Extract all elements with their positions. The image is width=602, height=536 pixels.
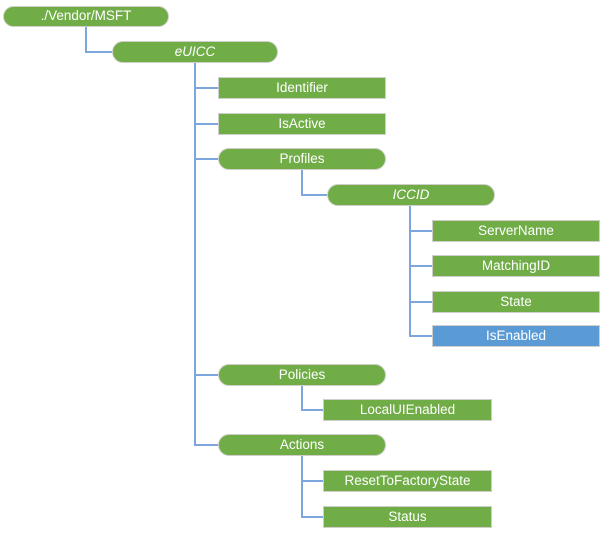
- connector-euicc-actions: [194, 444, 218, 446]
- node-vendor-msft: ./Vendor/MSFT: [3, 6, 169, 27]
- connector-vendor-euicc-h: [85, 51, 112, 53]
- connector-actions-status: [301, 516, 323, 518]
- connector-profiles-iccid-h: [301, 194, 327, 196]
- node-matchingid: MatchingID: [432, 255, 600, 277]
- connector-vendor-euicc-v: [85, 27, 87, 53]
- node-identifier: Identifier: [218, 77, 386, 99]
- node-isactive: IsActive: [218, 113, 386, 135]
- node-resettofactorystate: ResetToFactoryState: [323, 470, 492, 492]
- connector-policies-localuienabled-v: [301, 386, 303, 411]
- connector-iccid-servername: [409, 230, 432, 232]
- node-localuienabled: LocalUIEnabled: [323, 399, 492, 421]
- connector-iccid-isenabled: [409, 335, 432, 337]
- node-iccid: ICCID: [327, 184, 495, 206]
- connector-iccid-state: [409, 301, 432, 303]
- connector-euicc-identifier: [194, 87, 218, 89]
- connector-actions-trunk: [301, 456, 303, 518]
- connector-actions-resettofactorystate: [301, 480, 323, 482]
- node-status: Status: [323, 506, 492, 528]
- node-state: State: [432, 291, 600, 313]
- connector-euicc-isactive: [194, 123, 218, 125]
- node-servername: ServerName: [432, 220, 600, 242]
- connector-iccid-trunk: [409, 206, 411, 337]
- connector-euicc-profiles: [194, 158, 218, 160]
- connector-euicc-trunk: [194, 63, 196, 446]
- node-isenabled: IsEnabled: [432, 325, 600, 347]
- connector-iccid-matchingid: [409, 265, 432, 267]
- connector-euicc-policies: [194, 374, 218, 376]
- connector-profiles-iccid-v: [301, 170, 303, 196]
- connector-policies-localuienabled-h: [301, 409, 323, 411]
- node-euicc: eUICC: [112, 41, 278, 63]
- node-actions: Actions: [218, 434, 386, 456]
- node-profiles: Profiles: [218, 148, 386, 170]
- node-policies: Policies: [218, 364, 386, 386]
